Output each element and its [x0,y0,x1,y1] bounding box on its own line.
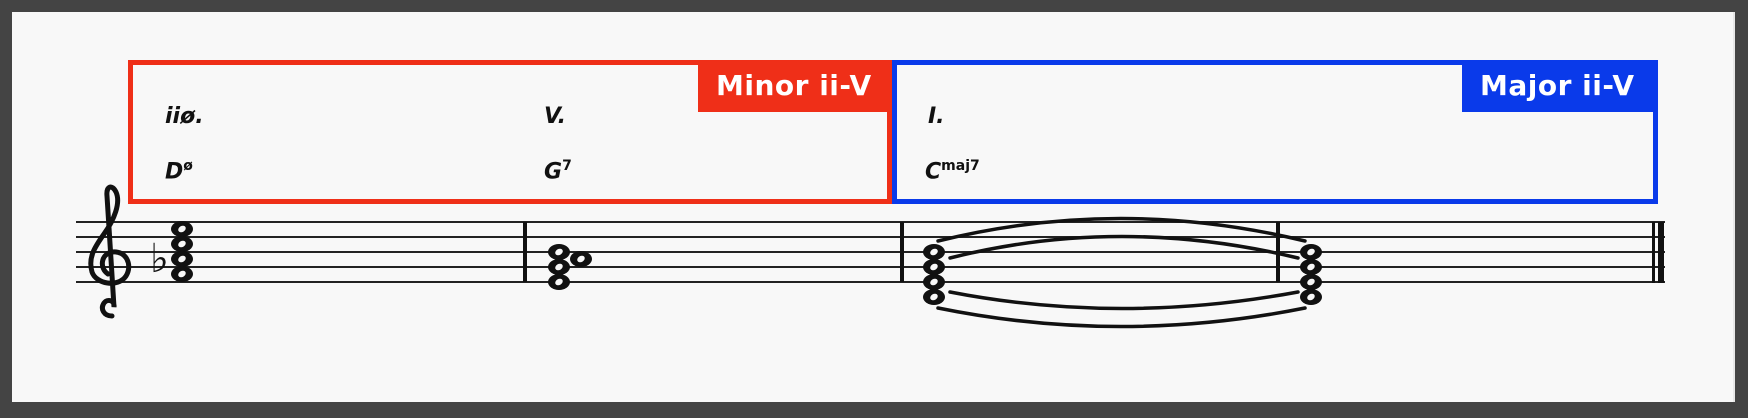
chord-d-half-dim-notes: ♭ [150,221,193,282]
flat-icon: ♭ [150,236,169,282]
roman-numeral-i: I. [928,104,945,129]
chord-symbol-cmaj7: Cmaj7 [925,158,980,185]
ties [936,216,1307,329]
chord-symbol-g7: G7 [544,158,572,185]
roman-numeral-v: V. [544,104,566,129]
major-ii-v-box: Major ii-V [892,60,1658,204]
minor-ii-v-box: Minor ii-V [128,60,892,204]
chord-cmaj7-tied-notes [1300,244,1322,305]
minor-ii-v-title: Minor ii-V [698,60,892,112]
major-ii-v-title: Major ii-V [1462,60,1658,112]
chord-symbol-d-half-dim: Dø [165,158,193,185]
final-double-barline [1652,222,1664,283]
chord-g7-notes [548,244,592,290]
staff-lines [76,221,1665,283]
chord-cmaj7-notes [923,244,945,305]
treble-clef-icon [88,184,132,319]
roman-numeral-ii-half-dim: iiø. [165,104,204,129]
